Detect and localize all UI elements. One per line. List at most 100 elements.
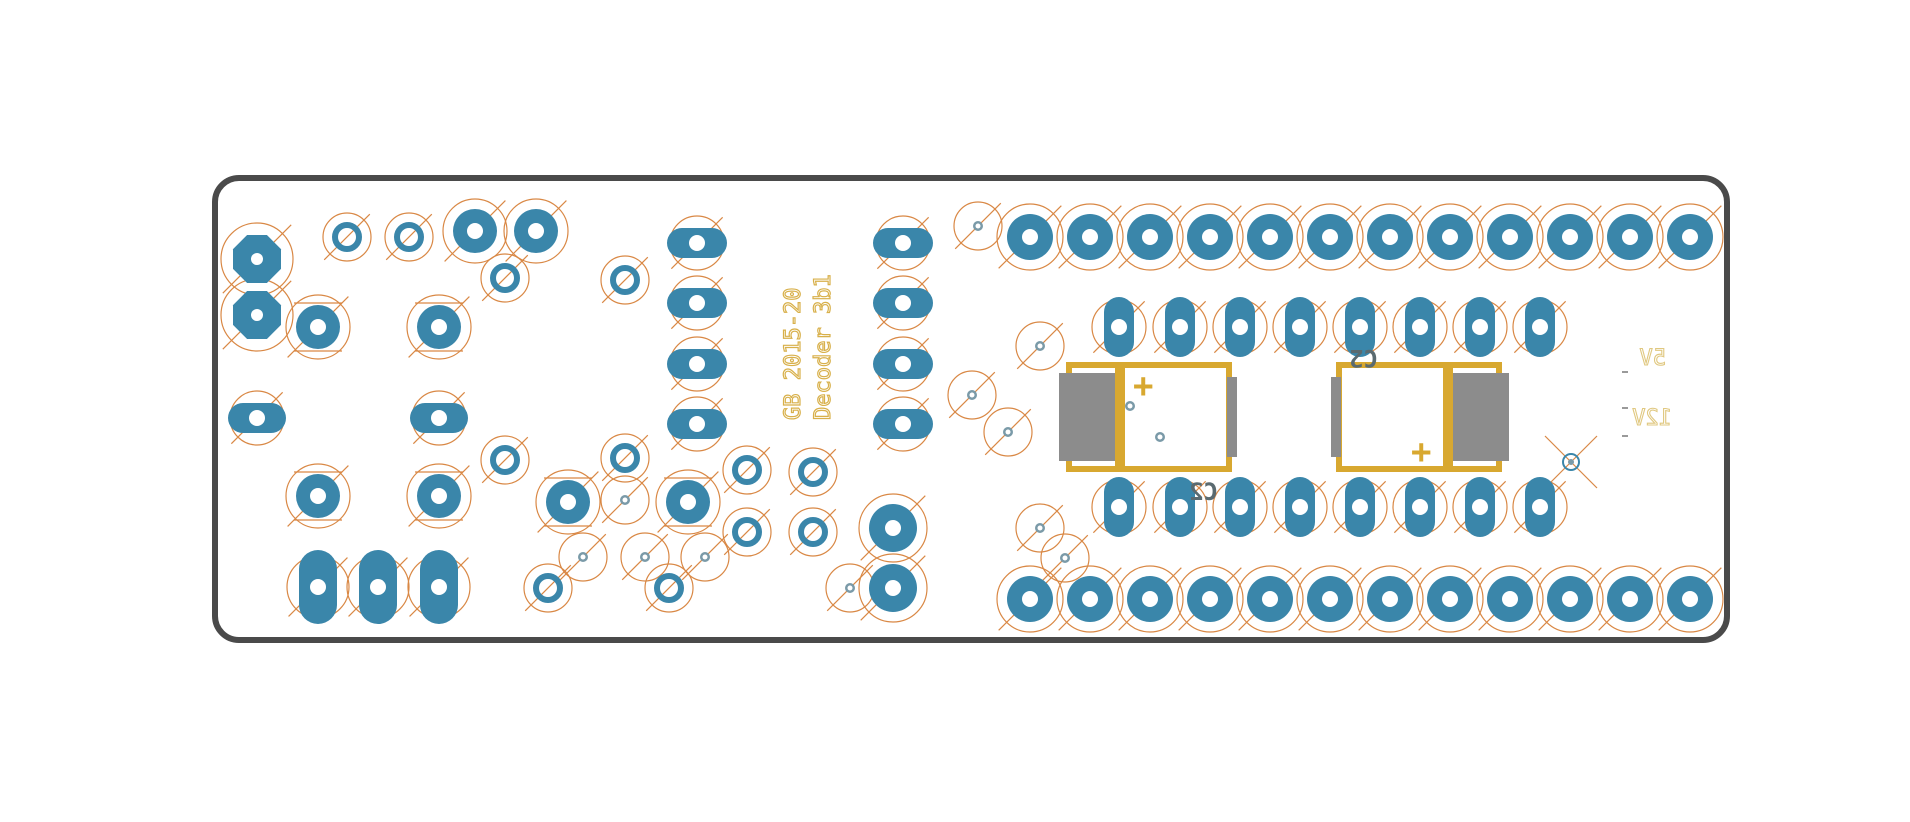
drill-marker-circle xyxy=(285,294,351,360)
pad-hole xyxy=(370,579,386,595)
drill-marker-circle xyxy=(1536,565,1604,633)
drill-marker-line xyxy=(601,256,649,304)
drill-marker-circle xyxy=(1476,565,1544,633)
drill-marker-circle xyxy=(788,507,838,557)
ring-pad xyxy=(732,517,762,547)
drill-marker-line xyxy=(723,446,771,494)
drill-marker-circle xyxy=(722,507,772,557)
drill-marker-circle xyxy=(1356,203,1424,271)
via-hole xyxy=(1005,429,1011,435)
pad-hole xyxy=(1322,229,1338,245)
drill-marker-circle xyxy=(953,201,1003,251)
ring-pad xyxy=(490,263,520,293)
drill-marker-circle xyxy=(1596,565,1664,633)
pad-hole xyxy=(310,488,326,504)
pad-hole xyxy=(1322,591,1338,607)
pad-hole xyxy=(895,295,911,311)
drill-marker-circle xyxy=(1536,203,1604,271)
pad-hole xyxy=(1682,591,1698,607)
pad-hole xyxy=(895,356,911,372)
board-outline xyxy=(212,175,1730,643)
drill-marker-circle xyxy=(620,532,670,582)
pad-hole xyxy=(1202,229,1218,245)
pad-hole xyxy=(1232,319,1248,335)
pad-hole xyxy=(1502,591,1518,607)
ring-pad xyxy=(394,222,424,252)
drill-marker-circle xyxy=(996,565,1064,633)
pad-hole xyxy=(1292,499,1308,515)
pad-hole xyxy=(1382,229,1398,245)
cap-right-label: C2 xyxy=(1349,344,1378,372)
pad-hole xyxy=(431,319,447,335)
drill-marker xyxy=(384,212,434,262)
board-title-line1: GB 2015-20 xyxy=(781,288,806,420)
pad-hole xyxy=(895,416,911,432)
drill-marker-circle xyxy=(858,553,928,623)
drill-marker-circle xyxy=(983,407,1033,457)
pad-hole xyxy=(431,579,447,595)
ring-pad xyxy=(798,517,828,547)
drill-marker-circle xyxy=(1056,203,1124,271)
pad-hole xyxy=(310,579,326,595)
drill-marker-line xyxy=(481,436,529,484)
pad-hole xyxy=(310,319,326,335)
drill-marker-circle xyxy=(1296,203,1364,271)
smd-capacitor: + xyxy=(1331,362,1509,472)
pad-hole xyxy=(1562,591,1578,607)
drill-marker-circle xyxy=(1416,565,1484,633)
drill-marker-circle xyxy=(1015,321,1065,371)
drill-marker-circle xyxy=(996,203,1064,271)
via-hole xyxy=(975,223,981,229)
drill-marker-circle xyxy=(1416,203,1484,271)
drill-marker-circle xyxy=(503,198,569,264)
pad-hole xyxy=(1532,499,1548,515)
board-title-line2: Decoder 3b1 xyxy=(811,274,836,420)
drill-marker xyxy=(788,447,838,497)
capacitor-polarity-band xyxy=(1115,365,1125,469)
capacitor-terminal xyxy=(1331,377,1341,457)
drill-marker-circle xyxy=(1476,203,1544,271)
pad-hole xyxy=(1472,319,1488,335)
pad-hole xyxy=(528,223,544,239)
drill-marker-circle xyxy=(1056,565,1124,633)
via-hole xyxy=(969,392,975,398)
drill-marker-circle xyxy=(406,463,472,529)
pad-hole xyxy=(1412,319,1428,335)
pad-hole xyxy=(431,488,447,504)
pad-hole xyxy=(1412,499,1428,515)
drill-marker-circle xyxy=(644,563,694,613)
pad-hole xyxy=(251,309,263,321)
ring-pad xyxy=(798,457,828,487)
drill-marker-circle xyxy=(1656,203,1724,271)
drill-marker-circle xyxy=(1236,565,1304,633)
drill-marker-line xyxy=(789,448,837,496)
pad-hole xyxy=(1022,591,1038,607)
pad-hole xyxy=(1111,319,1127,335)
drill-marker-circle xyxy=(480,253,530,303)
drill-marker-circle xyxy=(600,433,650,483)
drill-marker-line xyxy=(723,508,771,556)
silkscreen-text-layer: GB 2015-20 Decoder 3b1 C2 C2 5V 12V xyxy=(780,274,1672,506)
pad-hole xyxy=(1082,229,1098,245)
drill-marker-circle xyxy=(558,532,608,582)
via-hole xyxy=(1568,459,1574,465)
pad-hole xyxy=(1502,229,1518,245)
drill-marker-circle xyxy=(600,255,650,305)
via-hole xyxy=(622,497,628,503)
via-hole xyxy=(702,554,708,560)
pad-hole xyxy=(1382,591,1398,607)
drill-marker xyxy=(722,445,772,495)
pad-hole xyxy=(1142,591,1158,607)
drill-marker xyxy=(322,212,372,262)
ring-pad xyxy=(533,573,563,603)
pad-hole xyxy=(1082,591,1098,607)
pad-hole xyxy=(885,520,901,536)
pad-hole xyxy=(1262,229,1278,245)
drill-marker-circle xyxy=(384,212,434,262)
drill-marker-circle xyxy=(1116,565,1184,633)
pad-hole xyxy=(1262,591,1278,607)
pad-hole xyxy=(1442,591,1458,607)
via-hole xyxy=(1127,403,1133,409)
pad-hole xyxy=(1562,229,1578,245)
